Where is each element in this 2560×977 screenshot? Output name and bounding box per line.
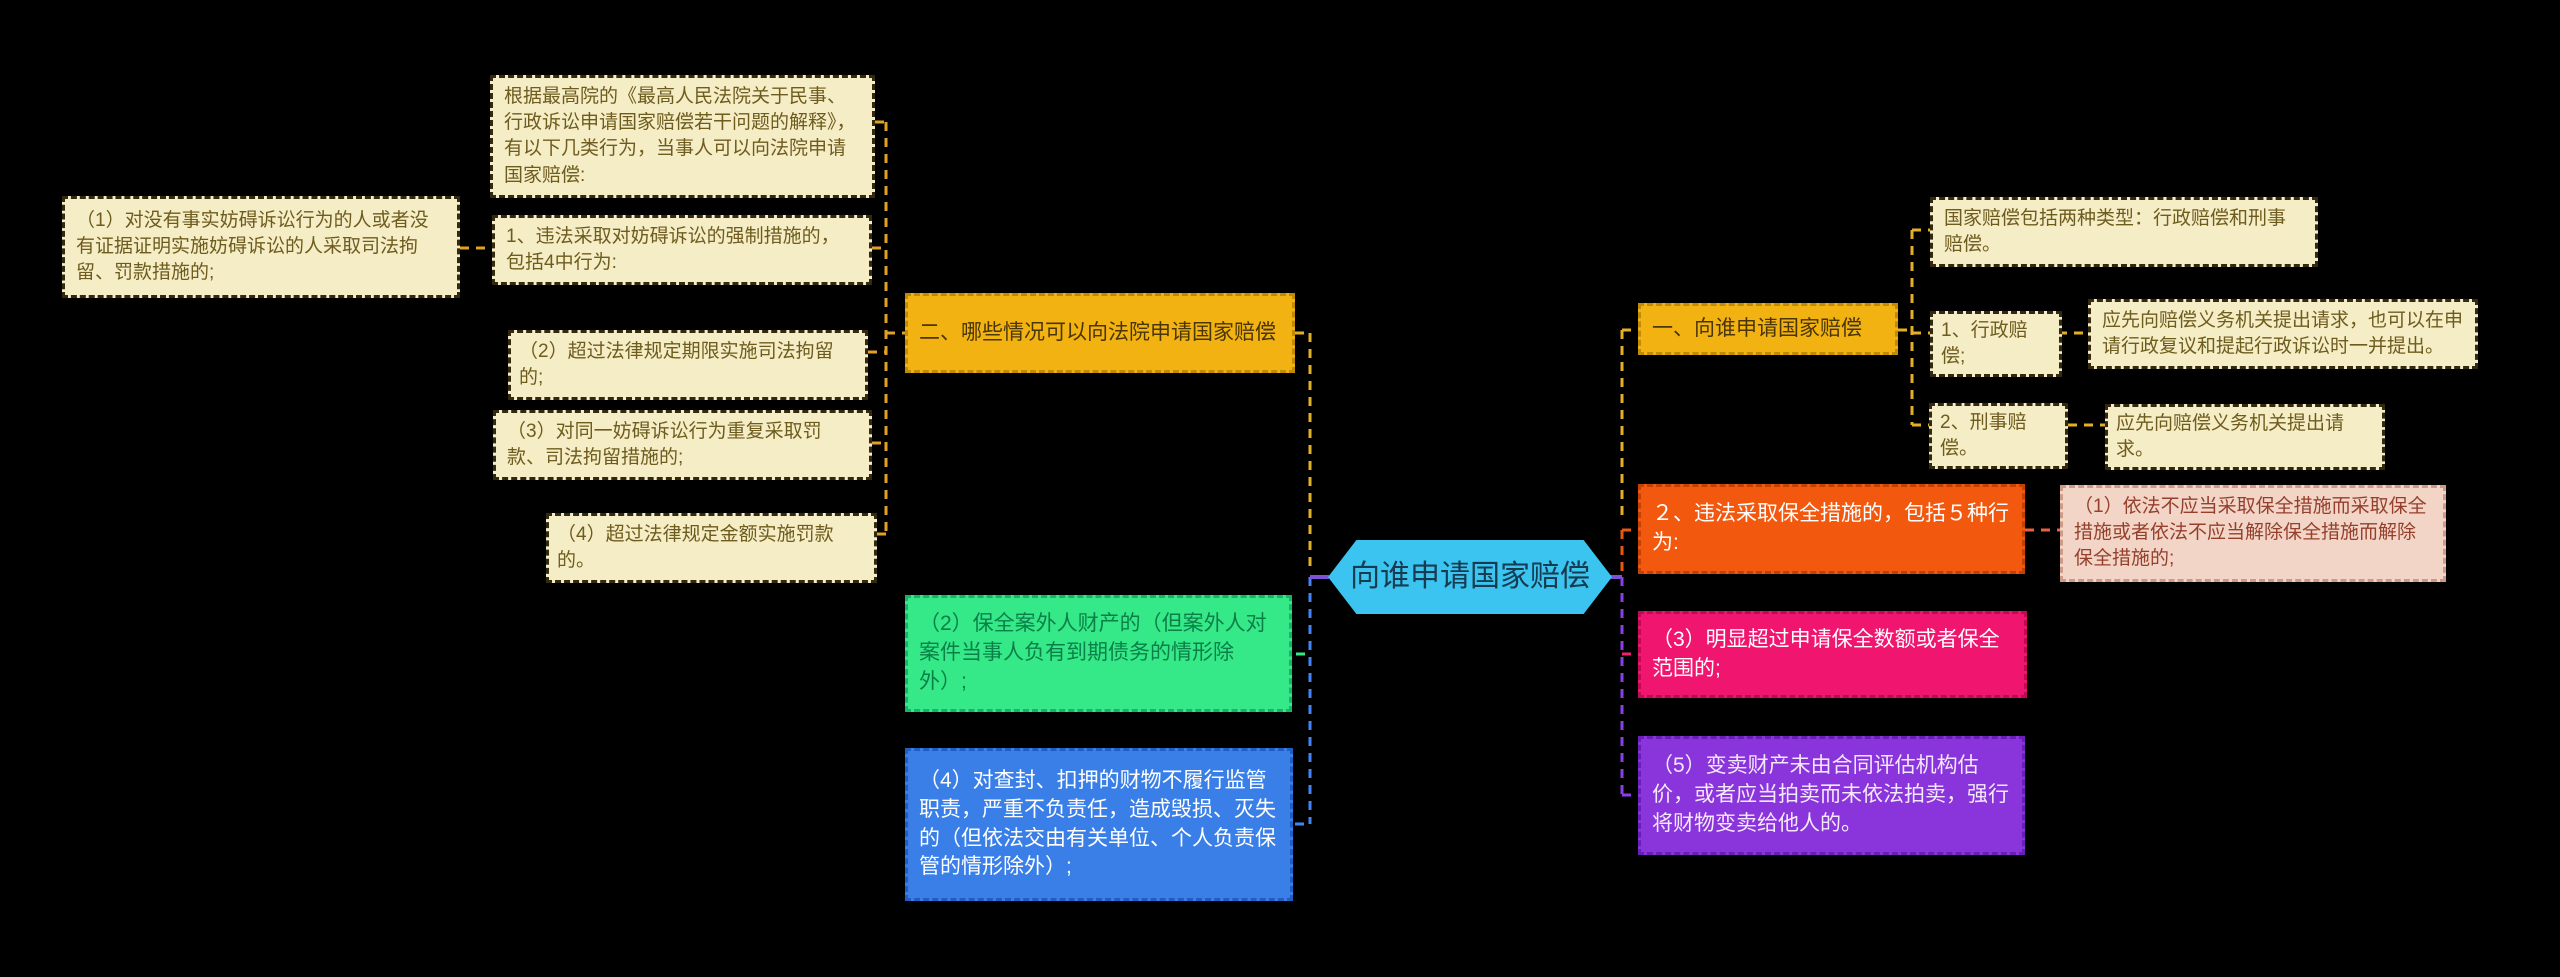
node-intro[interactable]: 根据最高院的《最高人民法院关于民事、行政诉讼申请国家赔偿若干问题的解释》，有以下… [490,75,875,198]
node-exceed-preservation-scope[interactable]: （3）明显超过申请保全数额或者保全范围的; [1638,611,2027,698]
node-criminal-note[interactable]: 应先向赔偿义务机关提出请求。 [2105,404,2385,471]
node-repeated-fine-detention[interactable]: （3）对同一妨碍诉讼行为重复采取罚款、司法拘留措施的; [493,410,872,481]
node-administrative-compensation[interactable]: 1、行政赔偿; [1930,311,2062,378]
node-administrative-note[interactable]: 应先向赔偿义务机关提出请求，也可以在申请行政复议和提起行政诉讼时一并提出。 [2088,299,2478,370]
node-illegal-preservation-measures[interactable]: ２、违法采取保全措施的，包括５种行为: [1638,484,2025,574]
node-topic-which-situations[interactable]: 二、哪些情况可以向法院申请国家赔偿 [905,293,1295,373]
right-purple-connectors [1620,577,1638,797]
right-topic2-connector [1620,528,1638,577]
left-branch-connectors [460,120,905,536]
node-criminal-compensation[interactable]: 2、刑事赔偿。 [1929,403,2068,470]
node-improper-preservation[interactable]: （1）依法不应当采取保全措施而采取保全措施或者依法不应当解除保全措施而解除保全措… [2060,485,2446,582]
node-over-amount-fine[interactable]: （4）超过法律规定金额实施罚款的。 [546,513,877,584]
node-preserve-outsider-property[interactable]: （2）保全案外人财产的（但案外人对案件当事人负有到期债务的情形除外）; [905,595,1292,712]
right-topic1-connector [1620,228,2105,520]
node-no-fact-detention[interactable]: （1）对没有事实妨碍诉讼行为的人或者没有证据证明实施妨碍诉讼的人采取司法拘留、罚… [62,196,460,298]
node-compensation-types-note[interactable]: 国家赔偿包括两种类型：行政赔偿和刑事赔偿。 [1930,197,2318,268]
node-topic-who-to-apply[interactable]: 一、向谁申请国家赔偿 [1638,303,1898,355]
left-lower-connectors [1295,577,1312,826]
node-improper-sale[interactable]: （5）变卖财产未由合同评估机构估价，或者应当拍卖而未依法拍卖，强行将财物变卖给他… [1638,736,2025,855]
node-overdue-detention[interactable]: （2）超过法律规定期限实施司法拘留的; [508,330,868,401]
left-topic-connector [1295,331,1312,571]
node-illegal-coercive-measures[interactable]: 1、违法采取对妨碍诉讼的强制措施的，包括4中行为: [492,215,872,286]
central-topic-node[interactable]: 向谁申请国家赔偿 [1328,540,1612,614]
node-seized-property-negligence[interactable]: （4）对查封、扣押的财物不履行监管职责，严重不负责任，造成毁损、灭失的（但依法交… [905,748,1293,901]
